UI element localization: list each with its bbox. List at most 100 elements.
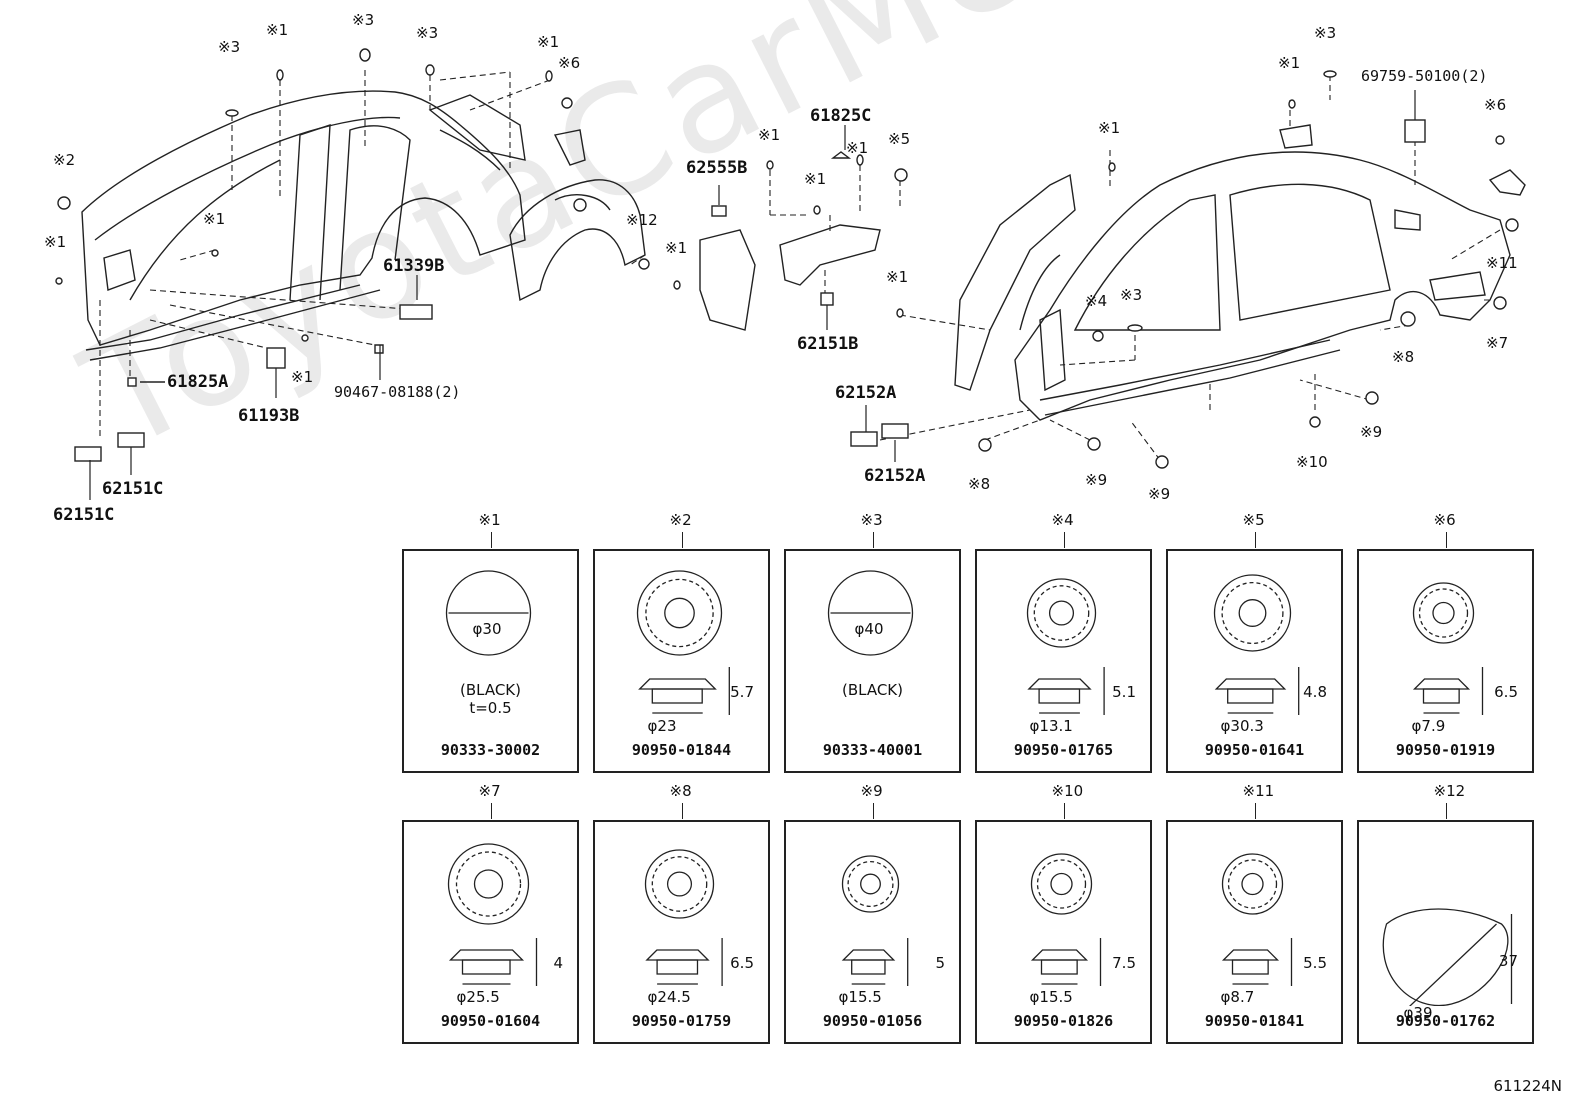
plug-outline bbox=[445, 570, 532, 656]
plug-drawing bbox=[1213, 574, 1300, 715]
plug-outline bbox=[841, 855, 900, 913]
plug-part-number: 90950-01765 bbox=[1013, 741, 1114, 759]
plug-part-number: 90950-01056 bbox=[822, 1012, 923, 1030]
floor-bracket bbox=[779, 224, 881, 286]
marker-3: ※3 bbox=[416, 24, 439, 42]
plug-mark-leader bbox=[1063, 532, 1065, 548]
clip-outline bbox=[1382, 908, 1509, 1006]
plug-drawing bbox=[1382, 908, 1513, 1006]
plug-profile bbox=[1027, 678, 1092, 690]
marker-1: ※1 bbox=[804, 170, 827, 188]
plug-part-number: 90333-30002 bbox=[440, 741, 541, 759]
plug-profile bbox=[645, 949, 710, 961]
plug-part-number: 90950-01762 bbox=[1395, 1012, 1496, 1030]
body-side-diagram bbox=[55, 48, 1526, 500]
plug-height: 5.1 bbox=[1112, 683, 1136, 701]
rear-wheel-housing bbox=[509, 179, 646, 302]
quarter-panel-piece bbox=[699, 229, 756, 331]
plug-mark-leader bbox=[1254, 803, 1256, 819]
plug-height: 6.5 bbox=[1494, 683, 1518, 701]
label-69759-50100: 69759-50100(2) bbox=[1361, 67, 1488, 85]
figure-id: 611224N bbox=[1493, 1077, 1562, 1095]
plug-mark-leader bbox=[681, 532, 683, 548]
plug-height: 4 bbox=[553, 954, 563, 972]
marker-1: ※1 bbox=[1278, 54, 1301, 72]
marker-1: ※1 bbox=[846, 139, 869, 157]
marker-10: ※10 bbox=[1296, 453, 1328, 471]
plug-profile-body bbox=[1231, 959, 1269, 975]
marker-4: ※4 bbox=[1085, 292, 1108, 310]
plug-part-number: 90950-01826 bbox=[1013, 1012, 1114, 1030]
marker-3: ※3 bbox=[352, 11, 375, 29]
marker-1: ※1 bbox=[291, 368, 314, 386]
marker-6: ※6 bbox=[1484, 96, 1507, 114]
plug-profile-body bbox=[656, 959, 699, 975]
plug-diameter: φ15.5 bbox=[838, 988, 882, 1006]
plug-inner bbox=[1033, 585, 1090, 641]
plug-diameter: φ30.3 bbox=[1220, 717, 1264, 735]
plug-drawing bbox=[841, 855, 909, 986]
plug-inner bbox=[1418, 588, 1469, 638]
plug-outline bbox=[1213, 574, 1292, 652]
marker-3: ※3 bbox=[1120, 286, 1143, 304]
plug-detail-box: φ15.5 5 90950-01056 bbox=[784, 820, 961, 1044]
label-61339B: 61339B bbox=[383, 256, 445, 276]
plug-diameter: φ8.7 bbox=[1220, 988, 1255, 1006]
plug-profile bbox=[1214, 678, 1287, 690]
plug-profile-body bbox=[461, 959, 511, 975]
plug-color-note: (BLACK) bbox=[841, 681, 903, 699]
label-62152A-b: 62152A bbox=[864, 466, 926, 486]
marker-9: ※9 bbox=[1085, 471, 1108, 489]
plug-profile bbox=[638, 678, 717, 690]
plug-outline bbox=[644, 849, 715, 919]
marker-1: ※1 bbox=[886, 268, 909, 286]
plug-drawing bbox=[827, 570, 914, 656]
plug-drawing bbox=[644, 849, 723, 986]
plug-height: 6.5 bbox=[730, 954, 754, 972]
plug-inner bbox=[1036, 859, 1087, 909]
plug-height: 5 bbox=[935, 954, 945, 972]
marker-1: ※1 bbox=[203, 210, 226, 228]
plug-mark-leader bbox=[1445, 803, 1447, 819]
plug-mark-leader bbox=[681, 803, 683, 819]
plug-profile-body bbox=[851, 959, 886, 975]
plug-outline bbox=[447, 843, 530, 925]
plug-mark: ※9 bbox=[860, 782, 883, 800]
plug-part-number: 90950-01604 bbox=[440, 1012, 541, 1030]
label-61825A: 61825A bbox=[167, 372, 229, 392]
marker-3: ※3 bbox=[218, 38, 241, 56]
plug-part-number: 90333-40001 bbox=[822, 741, 923, 759]
bracket-right-rear bbox=[1488, 169, 1526, 196]
plug-center bbox=[1238, 599, 1267, 627]
plug-center bbox=[1241, 872, 1264, 896]
plug-mark: ※2 bbox=[669, 511, 692, 529]
plug-drawing bbox=[1026, 578, 1105, 715]
plug-diameter: φ7.9 bbox=[1411, 717, 1446, 735]
plug-detail-box: φ40(BLACK)90333-40001 bbox=[784, 549, 961, 773]
right-body-side-panel bbox=[954, 151, 1511, 421]
label-62152A-a: 62152A bbox=[835, 383, 897, 403]
marker-1: ※1 bbox=[665, 239, 688, 257]
plug-detail-box: φ13.1 5.1 90950-01765 bbox=[975, 549, 1152, 773]
plug-diameter: φ30 bbox=[472, 620, 502, 638]
plug-mark: ※7 bbox=[478, 782, 501, 800]
plug-center bbox=[666, 871, 693, 897]
plug-mark-leader bbox=[872, 803, 874, 819]
marker-1: ※1 bbox=[758, 126, 781, 144]
plug-center bbox=[1050, 872, 1073, 896]
plug-height: 7.5 bbox=[1112, 954, 1136, 972]
plug-inner bbox=[645, 578, 714, 648]
plug-drawing bbox=[636, 570, 730, 715]
plug-drawing bbox=[1412, 582, 1484, 715]
plug-inner bbox=[1227, 859, 1278, 909]
plug-inner bbox=[1221, 581, 1284, 645]
marker-1: ※1 bbox=[266, 21, 289, 39]
plug-mark-leader bbox=[490, 532, 492, 548]
marker-9: ※9 bbox=[1148, 485, 1171, 503]
plug-diameter: φ13.1 bbox=[1029, 717, 1073, 735]
